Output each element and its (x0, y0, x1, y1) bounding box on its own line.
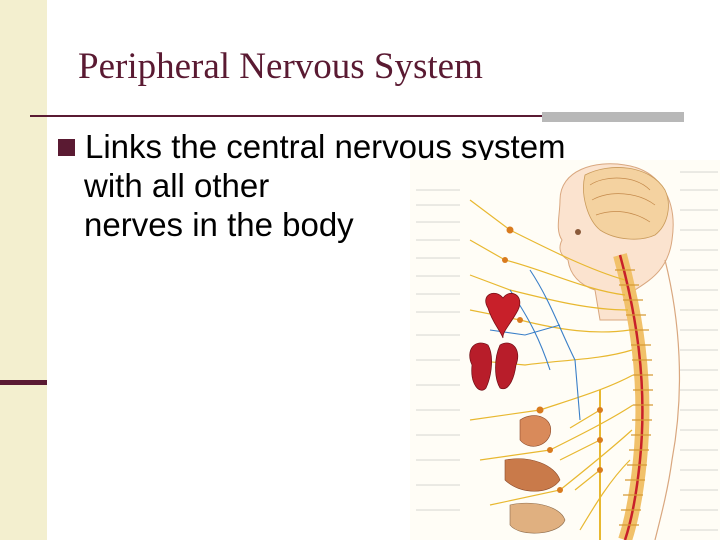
bullet-square-icon (58, 139, 75, 156)
lungs-organ (469, 342, 519, 391)
band-accent-bar (0, 380, 47, 385)
left-decor-band (0, 0, 47, 540)
digestive-organs (504, 415, 566, 534)
bullet-item: Links the central nervous system with al… (58, 127, 698, 244)
bullet-text-line-3: nerves in the body (84, 206, 354, 243)
head-figure (557, 163, 674, 321)
right-label-column (680, 171, 718, 531)
nerve-ganglia (502, 226, 603, 493)
bullet-text-line-2: with all other (84, 167, 270, 204)
title-rule-gray (542, 112, 684, 122)
slide-title: Peripheral Nervous System (78, 46, 483, 87)
left-label-column (412, 180, 467, 535)
nervous-system-illustration (410, 160, 720, 540)
title-rule (30, 115, 542, 117)
bullet-text-line-1: Links the central nervous system (85, 128, 566, 165)
anatomy-svg (412, 163, 718, 540)
heart-organ (485, 292, 521, 339)
spinal-column (613, 253, 681, 540)
